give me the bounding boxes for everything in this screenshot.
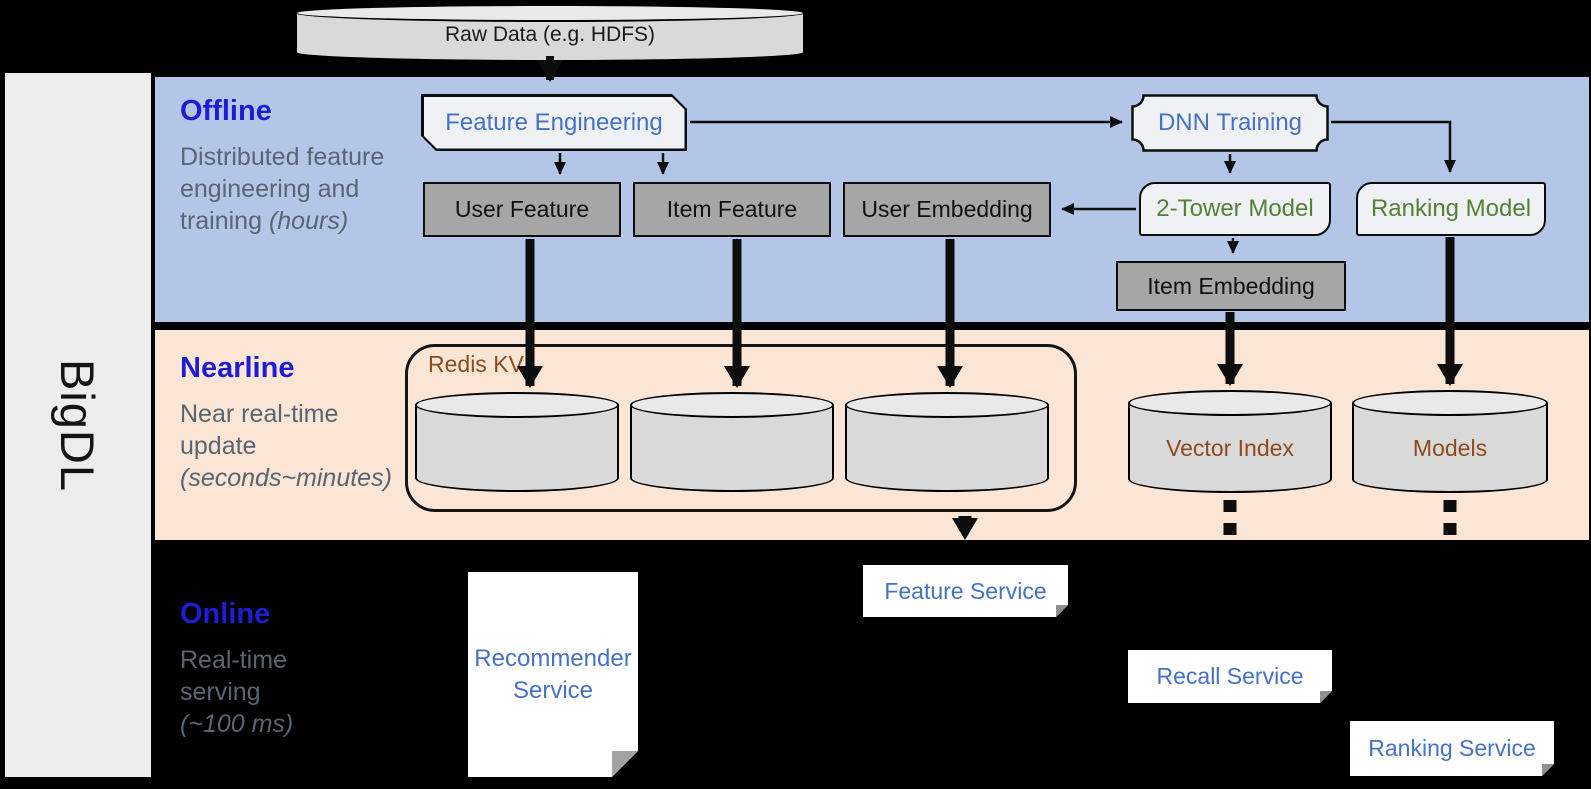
offline-description: Distributed feature engineering and trai… (180, 143, 385, 235)
item-feature-box: Item Feature (633, 182, 831, 237)
redis-cylinder-3 (845, 392, 1049, 492)
cylinder-top-ellipse (1128, 390, 1332, 416)
models-cylinder: Models (1352, 390, 1548, 493)
cylinder-top-ellipse (1352, 390, 1548, 416)
bigdl-label: BigDL (51, 358, 105, 492)
cylinder-body (415, 405, 619, 492)
raw-data-cylinder: Raw Data (e.g. HDFS) (295, 4, 805, 62)
cylinder-body (630, 405, 834, 492)
item-embedding-box: Item Embedding (1116, 261, 1346, 311)
cylinder-body (845, 405, 1049, 492)
redis-kv-label: Redis KV (428, 351, 524, 377)
cylinder-top-ellipse (630, 392, 834, 418)
feature-engineering-label: Feature Engineering (424, 97, 685, 149)
bigdl-brand-panel: BigDL (5, 73, 151, 777)
online-title: Online (180, 598, 271, 630)
feature-engineering-box: Feature Engineering (421, 94, 687, 151)
vector-index-label: Vector Index (1166, 435, 1294, 461)
cylinder-body (1128, 403, 1332, 493)
dnn-training-box: DNN Training (1131, 94, 1329, 152)
feature-service-box: Feature Service (863, 565, 1068, 617)
nearline-description: Near real-time update (seconds~minutes) (180, 400, 392, 492)
two-tower-model-box: 2-Tower Model (1139, 182, 1331, 236)
redis-cylinder-2 (630, 392, 834, 492)
dnn-training-label: DNN Training (1157, 109, 1303, 136)
cylinder-top-ellipse (845, 392, 1049, 418)
cylinder-top-ellipse (295, 4, 805, 22)
vector-index-cylinder: Vector Index (1128, 390, 1332, 493)
raw-data-label: Raw Data (e.g. HDFS) (444, 23, 656, 46)
cylinder-body (1352, 403, 1548, 493)
ranking-service-box: Ranking Service (1350, 721, 1554, 776)
online-description: Real-time serving (~100 ms) (180, 646, 294, 738)
redis-cylinder-1 (415, 392, 619, 492)
ranking-model-box: Ranking Model (1356, 182, 1546, 236)
user-embedding-box: User Embedding (843, 182, 1051, 237)
user-feature-box: User Feature (423, 182, 621, 237)
offline-title: Offline (180, 95, 272, 127)
cylinder-top-ellipse (415, 392, 619, 418)
recall-service-box: Recall Service (1128, 650, 1332, 703)
recommender-service-doc: Recommender Service (468, 572, 638, 777)
plaque-shape (1131, 94, 1329, 152)
nearline-title: Nearline (180, 352, 295, 384)
models-label: Models (1412, 435, 1488, 461)
